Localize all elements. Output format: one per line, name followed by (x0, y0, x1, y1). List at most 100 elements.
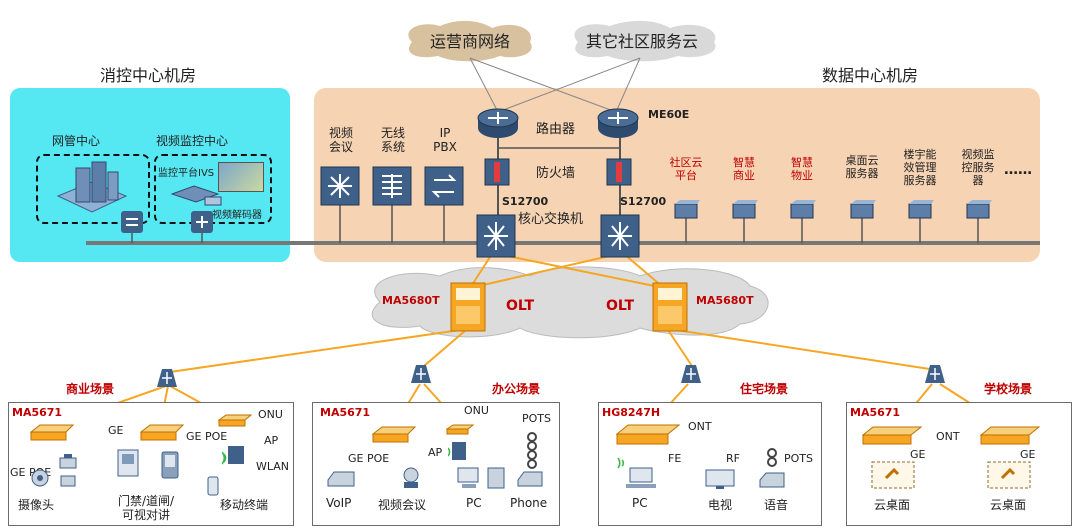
server-icon-4 (850, 200, 876, 219)
community-cloud-label: 其它社区服务云 (586, 32, 699, 51)
school-ge-1-label: GE (910, 448, 926, 461)
residential-pots-chain-icon (767, 448, 777, 467)
service-label-ippbx: IP PBX (433, 126, 457, 154)
video-switch-icon (191, 211, 213, 233)
server-icon-6 (966, 200, 992, 219)
splitter-commercial-icon (157, 369, 177, 387)
office-phone-label: Phone (510, 496, 548, 510)
office-ap-label: AP (428, 446, 443, 459)
commercial-scene-panel (8, 402, 294, 526)
pots-chain-icon (527, 432, 537, 469)
intercom-icon (161, 451, 179, 479)
residential-wifi-icon (617, 457, 625, 469)
commercial-ge-label: GE (108, 424, 124, 437)
office-ge-poe-label: GE POE (348, 452, 390, 465)
residential-model: HG8247H (602, 406, 661, 419)
server-label-community-cloud: 社区云 平台 (669, 156, 703, 182)
voip-label: VoIP (326, 496, 352, 510)
server-label-building-energy: 楼宇能 效管理 服务器 (903, 148, 937, 187)
school-ont-2-icon (980, 426, 1040, 445)
firewall-label: 防火墙 (536, 166, 576, 181)
office-scene-panel (312, 402, 560, 526)
server-icon-1 (674, 200, 700, 219)
olt-right-icon (652, 282, 688, 332)
school-ont-label: ONT (936, 430, 960, 443)
office-phone-icon (517, 471, 543, 487)
school-model: MA5671 (850, 406, 901, 419)
residential-rf-label: RF (726, 452, 740, 465)
switch-model-right: S12700 (620, 195, 667, 208)
data-center-room-title: 数据中心机房 (822, 66, 919, 85)
nms-server-stack-icon (56, 161, 128, 213)
server-icon-3 (790, 200, 816, 219)
mobile-terminal-icon (207, 476, 219, 496)
router-right-icon (597, 108, 639, 138)
video-wall-icon (218, 162, 264, 192)
cloud-desktop-2-icon (987, 461, 1031, 489)
commercial-onu-3-icon (218, 414, 252, 427)
router-left-icon (477, 108, 519, 138)
residential-ont-label: ONT (688, 420, 712, 433)
residential-pots-label: POTS (784, 452, 813, 465)
core-switch-left-icon (476, 214, 516, 258)
voice-label: 语音 (764, 498, 789, 512)
nms-label: 网管中心 (52, 134, 101, 148)
server-icon-2 (732, 200, 758, 219)
residential-fe-label: FE (668, 452, 682, 465)
video-conf-server-icon (320, 166, 360, 206)
commercial-onu-1-icon (30, 424, 74, 441)
olt-right-label: OLT (606, 298, 635, 314)
voip-phone-icon (327, 471, 355, 487)
ippbx-server-icon (424, 166, 464, 206)
tv-label: 电视 (708, 498, 733, 512)
server-label-smart-commerce: 智慧 商业 (733, 156, 755, 182)
server-icon-5 (908, 200, 934, 219)
splitter-residential-icon (681, 365, 701, 383)
service-label-video-conf: 视频 会议 (328, 126, 353, 154)
camera-3-icon (60, 475, 76, 487)
video-conf-camera-icon (403, 467, 419, 488)
carrier-network-label: 运营商网络 (430, 32, 511, 51)
video-conf-label: 视频会议 (378, 498, 427, 512)
residential-scene-panel (598, 402, 822, 526)
commercial-onu-label: ONU (258, 408, 283, 421)
decoder-icon (204, 196, 222, 206)
school-scene-title: 学校场景 (984, 382, 1033, 396)
fire-control-room-title: 消控中心机房 (100, 66, 197, 85)
office-onu-label: ONU (464, 404, 489, 417)
nms-switch-icon (121, 211, 143, 233)
office-pots-label: POTS (522, 412, 551, 425)
office-ap-icon (448, 442, 466, 460)
office-pc-2-icon (487, 467, 505, 489)
server-label-desktop-cloud: 桌面云 服务器 (845, 154, 879, 180)
door-access-label: 门禁/道闸/ 可视对讲 (117, 494, 175, 522)
wireless-server-icon (372, 166, 412, 206)
commercial-ap-label: AP (264, 434, 279, 447)
commercial-onu-2-icon (140, 424, 184, 441)
more-servers-ellipsis: …… (1004, 162, 1032, 178)
core-switch-right-icon (600, 214, 640, 258)
voice-phone-icon (759, 472, 785, 488)
wifi-ap-icon (222, 446, 244, 465)
router-label: 路由器 (536, 122, 576, 137)
office-pc-label: PC (466, 496, 482, 510)
commercial-ge-poe2-label: GE POE (186, 430, 228, 443)
residential-pc-label: PC (632, 496, 648, 510)
switch-model-left: S12700 (502, 195, 549, 208)
router-model-label: ME60E (648, 108, 690, 121)
olt-right-model: MA5680T (696, 294, 754, 307)
office-pc-icon (457, 467, 479, 488)
cloud-desktop-1-icon (871, 461, 915, 489)
commercial-wlan-label: WLAN (256, 460, 290, 473)
school-ge-2-label: GE (1020, 448, 1036, 461)
splitter-office-icon (411, 365, 431, 383)
cloud-desktop-1-label: 云桌面 (874, 498, 911, 512)
residential-ont-icon (616, 424, 680, 445)
carrier-cloud (408, 20, 532, 62)
service-label-wireless: 无线 系统 (380, 126, 405, 154)
splitter-school-icon (925, 365, 945, 383)
olt-left-label: OLT (506, 298, 535, 314)
olt-left-model: MA5680T (382, 294, 440, 307)
server-label-video-surveillance: 视频监 控服务 器 (961, 148, 995, 187)
olt-left-icon (450, 282, 486, 332)
